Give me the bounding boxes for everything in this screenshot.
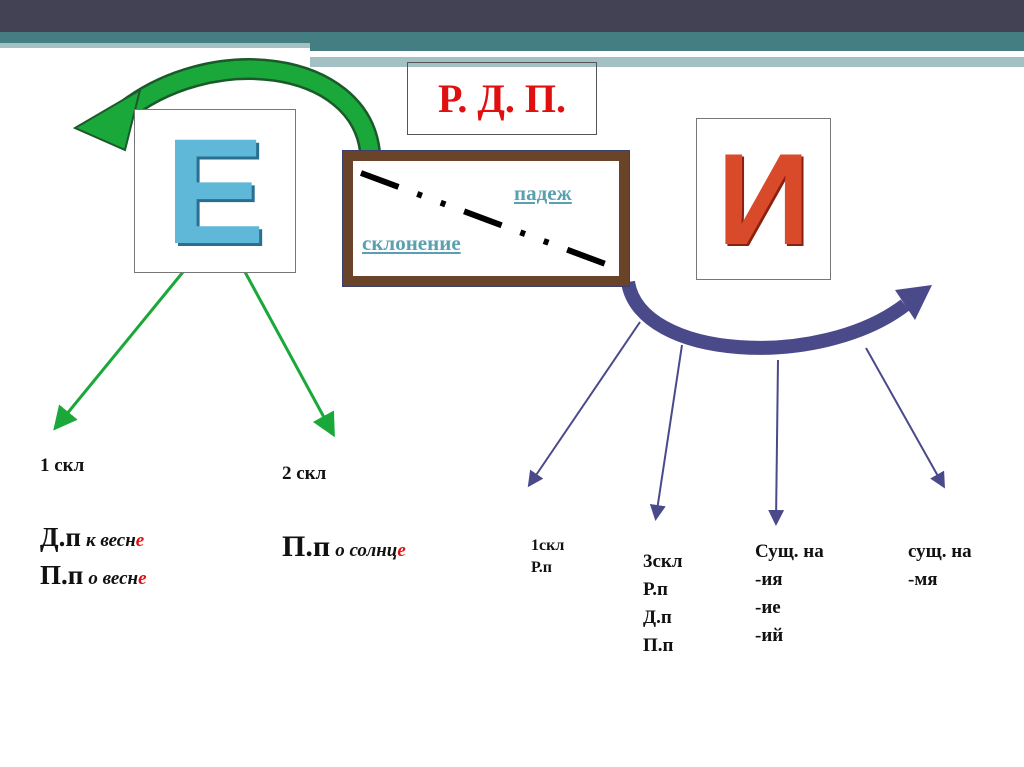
ending: е xyxy=(397,540,406,561)
case-label: П.п xyxy=(282,530,331,563)
header-band xyxy=(0,32,1024,43)
rule-col-1: 1скл Р.п xyxy=(531,535,564,579)
example: к весн xyxy=(85,530,136,551)
ending: е xyxy=(135,530,145,551)
decl2-pp-row: П.п о солнце xyxy=(282,530,406,564)
blue-line xyxy=(865,347,945,489)
rule-line: 3скл xyxy=(643,551,683,572)
letter-i-image: И xyxy=(696,118,831,280)
rule-line: П.п xyxy=(643,635,674,656)
case-label: П.п xyxy=(40,560,84,590)
blue-line xyxy=(768,359,785,526)
rule-col-4: сущ. на -мя xyxy=(908,538,972,594)
header-bar xyxy=(0,0,1024,32)
rule-col-2: 3скл Р.п Д.п П.п xyxy=(643,548,683,660)
blue-line xyxy=(649,344,683,521)
rule-col-3: Сущ. на -ия -ие -ий xyxy=(755,538,824,650)
example: о весн xyxy=(88,568,139,589)
rule-line: -мя xyxy=(908,569,938,590)
blue-arrowhead xyxy=(895,285,932,320)
blue-line xyxy=(527,321,641,488)
rule-line: Р.п xyxy=(531,559,552,576)
rule-line: -ия xyxy=(755,569,783,590)
title-box: Р. Д. П. xyxy=(407,62,597,135)
green-line xyxy=(243,271,335,438)
header-stripe xyxy=(310,43,1024,51)
decl1-dp-row: Д.п к весне xyxy=(40,522,144,553)
header-stripe xyxy=(0,43,310,48)
rule-line: Р.п xyxy=(643,579,668,600)
decl2-label: 2 скл xyxy=(282,463,327,484)
ending: е xyxy=(138,568,147,589)
green-line xyxy=(53,271,185,431)
rule-line: Сущ. на xyxy=(755,541,824,562)
case-label: Д.п xyxy=(40,522,81,552)
rule-line: -ий xyxy=(755,625,784,646)
rule-line: 1скл xyxy=(531,537,565,554)
rule-line: -ие xyxy=(755,597,781,618)
letter-e-image: Е xyxy=(134,107,296,275)
link-sklonenie[interactable]: склонение xyxy=(362,231,461,255)
decl1-label: 1 скл xyxy=(40,455,85,476)
rule-line: сущ. на xyxy=(908,541,972,562)
example: о солнц xyxy=(335,540,398,561)
decl1-pp-row: П.п о весне xyxy=(40,560,147,591)
header-stripe xyxy=(310,57,1024,67)
diagonal-dashed-line xyxy=(359,170,619,272)
rule-line: Д.п xyxy=(643,607,672,628)
blue-curved-arrow xyxy=(621,280,910,355)
case-declension-frame: падеж склонение xyxy=(342,150,630,287)
green-arrowhead xyxy=(72,87,142,152)
link-padezh[interactable]: падеж xyxy=(514,181,572,205)
